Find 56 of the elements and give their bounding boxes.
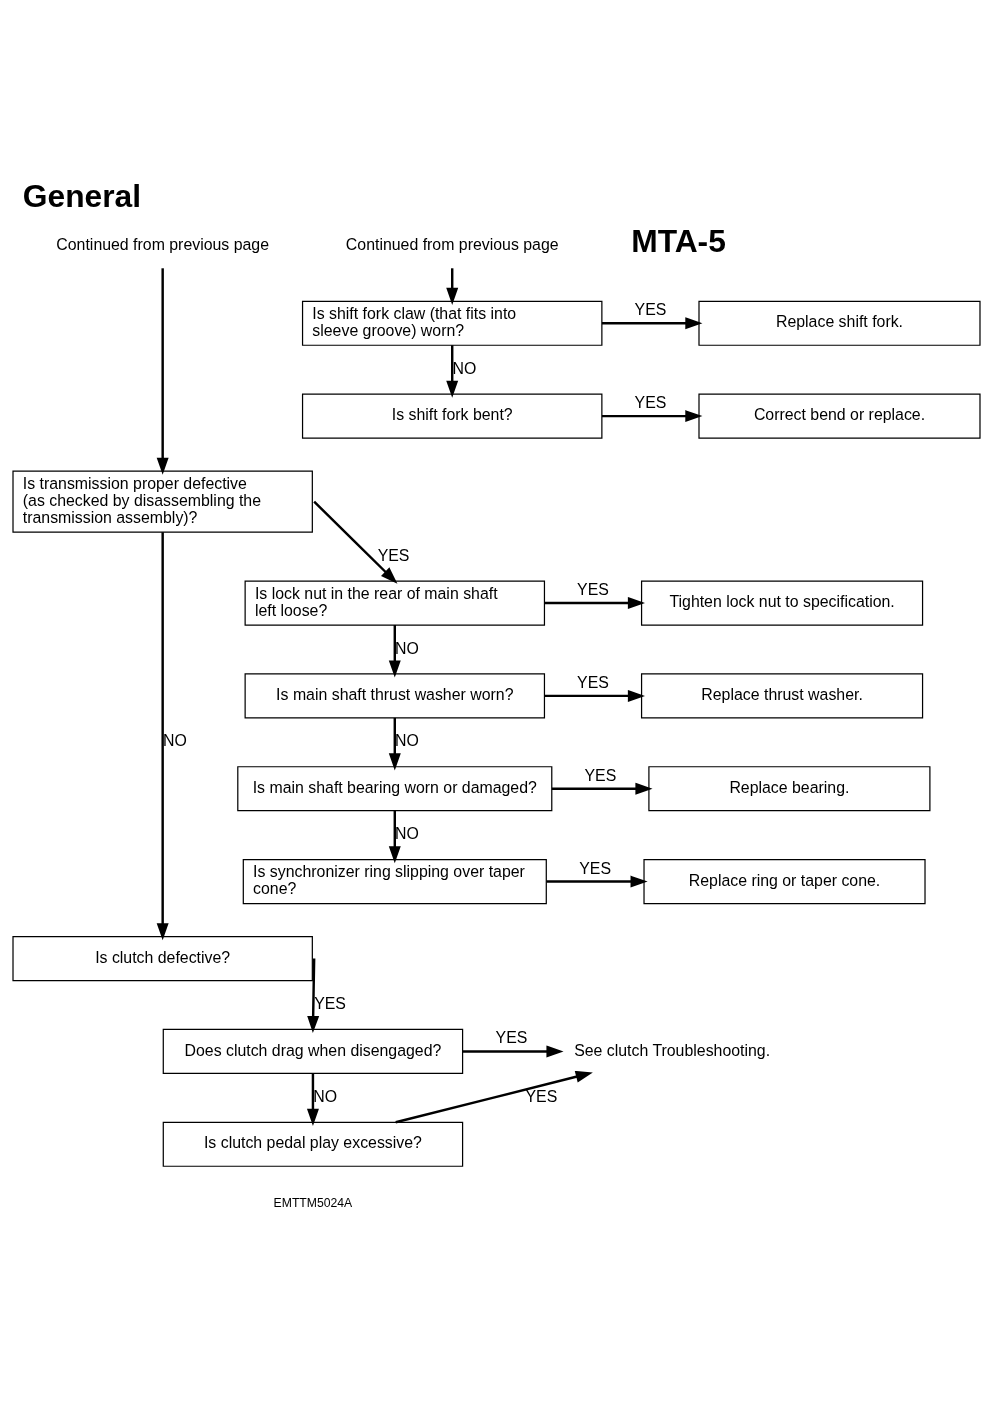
node-box: Is shift fork bent? xyxy=(301,393,603,439)
arrow xyxy=(446,268,459,305)
edge-label: YES xyxy=(634,301,667,319)
edge-label: NO xyxy=(395,825,419,843)
node-text: Continued from previous page xyxy=(56,235,270,253)
edge-label: YES xyxy=(314,995,346,1013)
node-box: Replace thrust washer. xyxy=(640,673,924,719)
edge-label: YES xyxy=(577,580,609,598)
node-box: Is main shaft thrust washer worn? xyxy=(244,673,546,719)
arrow xyxy=(462,1045,564,1058)
node-box: Is synchronizer ring slipping over taper cone? xyxy=(242,859,547,905)
arrow xyxy=(388,717,401,771)
node-box: Is clutch pedal play excessive? xyxy=(162,1121,464,1167)
edge-label: YES xyxy=(579,859,612,877)
node-text: Continued from previous page xyxy=(345,235,559,253)
arrow xyxy=(388,810,401,864)
node-box: Is lock nut in the rear of main shaft left loose? xyxy=(244,580,546,626)
edge-label: YES xyxy=(634,394,667,412)
node-box: Does clutch drag when disengaged? xyxy=(162,1028,464,1074)
arrow xyxy=(313,500,398,584)
arrow xyxy=(156,532,169,941)
node-box: Is main shaft bearing worn or damaged? xyxy=(237,766,553,812)
node-box: Replace ring or taper cone. xyxy=(643,859,926,905)
arrow xyxy=(544,597,645,610)
arrow xyxy=(601,317,703,330)
label: EMTTM5024A xyxy=(273,1196,353,1211)
diagram-title: General xyxy=(22,177,142,214)
edge-label: YES xyxy=(495,1029,528,1047)
node-box: Tighten lock nut to specification. xyxy=(640,580,924,626)
arrow xyxy=(395,1070,593,1124)
label: MTA-5 xyxy=(631,223,726,260)
node-box: Is transmission proper defective (as checked by disassembling the transmission assembly)? xyxy=(12,470,313,533)
arrow xyxy=(551,782,653,795)
edge-label: NO xyxy=(395,639,419,657)
edge-label: NO xyxy=(395,732,419,750)
node-box: Is clutch defective? xyxy=(12,935,313,982)
node-box: Correct bend or replace. xyxy=(698,393,981,439)
arrow xyxy=(546,875,648,888)
edge-label: YES xyxy=(584,766,617,784)
edge-label: NO xyxy=(162,732,187,750)
arrow xyxy=(601,410,703,423)
node-box: Replace bearing. xyxy=(648,766,931,812)
edge-label: NO xyxy=(313,1087,338,1105)
arrow xyxy=(446,345,459,398)
edge-label: YES xyxy=(525,1087,558,1105)
node-box: Is shift fork claw (that fits into sleeve groove) worn? xyxy=(301,300,603,346)
edge-label: YES xyxy=(577,673,609,691)
node-text: See clutch Troubleshooting. xyxy=(574,1041,771,1059)
arrow xyxy=(544,689,645,702)
edge-label: NO xyxy=(452,359,477,377)
edge-label: YES xyxy=(377,546,410,564)
arrow xyxy=(388,625,401,678)
arrow xyxy=(156,268,169,475)
arrow xyxy=(307,958,320,1034)
node-box: Replace shift fork. xyxy=(698,300,981,346)
arrow xyxy=(306,1073,319,1126)
